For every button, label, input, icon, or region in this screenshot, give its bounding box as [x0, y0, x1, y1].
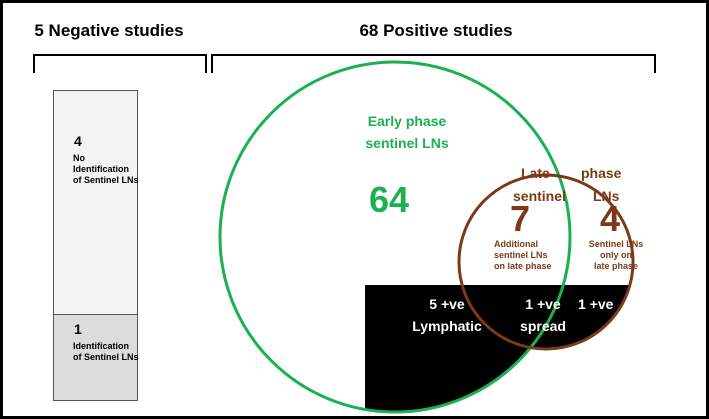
positive-bracket	[211, 54, 656, 73]
positive-studies-header: 68 Positive studies	[359, 21, 513, 40]
diagram-shapes	[33, 54, 656, 414]
no-identification-line1: No Identification	[73, 153, 129, 174]
negative-studies-header: 5 Negative studies	[34, 21, 184, 40]
late-phase-title-left2: sentinel	[513, 188, 566, 204]
late-phase-title-left: Late	[521, 165, 550, 181]
negative-bracket	[33, 54, 207, 73]
late-only-line2: only on	[600, 250, 632, 260]
late-only-line1: Sentinel LNs	[588, 239, 644, 249]
additional-late-line2: sentinel LNs	[494, 250, 548, 260]
no-identification-segment: 4 No Identification of Sentinel LNs	[53, 90, 139, 314]
early-phase-label-line1: Early phase	[367, 113, 447, 129]
no-identification-line2: of Sentinel LNs	[73, 175, 139, 185]
early-phase-circle	[218, 60, 572, 414]
overlap-spread-label: 1 +ve spread	[503, 293, 583, 337]
additional-late-line3: on late phase	[494, 261, 552, 271]
late-only-spread-label: 1 +ve	[578, 296, 614, 312]
overlap-spread-line1: 1 +ve	[525, 296, 561, 312]
identification-label: Identification of Sentinel LNs	[73, 341, 139, 363]
identification-line1: Identification	[73, 341, 129, 351]
identification-count: 1	[74, 321, 82, 337]
late-only-line3: late phase	[593, 261, 639, 271]
late-only-label: Sentinel LNs only on late phase	[584, 239, 648, 272]
additional-late-line1: Additional	[494, 239, 538, 249]
additional-late-count: 7	[510, 198, 531, 239]
late-phase-circle	[457, 173, 635, 351]
additional-late-label: Additional sentinel LNs on late phase	[494, 239, 552, 272]
identification-line2: of Sentinel LNs	[73, 352, 139, 362]
early-phase-label-line2: sentinel LNs	[365, 135, 449, 151]
no-identification-label: No Identification of Sentinel LNs	[73, 153, 139, 186]
no-identification-count: 4	[74, 133, 82, 149]
late-only-count: 4	[600, 198, 621, 239]
lymphatic-spread-label: 5 +ve Lymphatic	[407, 293, 487, 337]
late-phase-title-right: phase	[581, 165, 622, 181]
early-phase-label: Early phase sentinel LNs	[357, 110, 457, 154]
lymphatic-spread-line1: 5 +ve	[429, 296, 465, 312]
early-phase-count: 64	[369, 179, 410, 220]
lymphatic-spread-line2: Lymphatic	[412, 318, 482, 334]
late-phase-title-right2: LNs	[593, 188, 620, 204]
overlap-spread-line2: spread	[520, 318, 566, 334]
identification-segment: 1 Identification of Sentinel LNs	[53, 314, 139, 401]
